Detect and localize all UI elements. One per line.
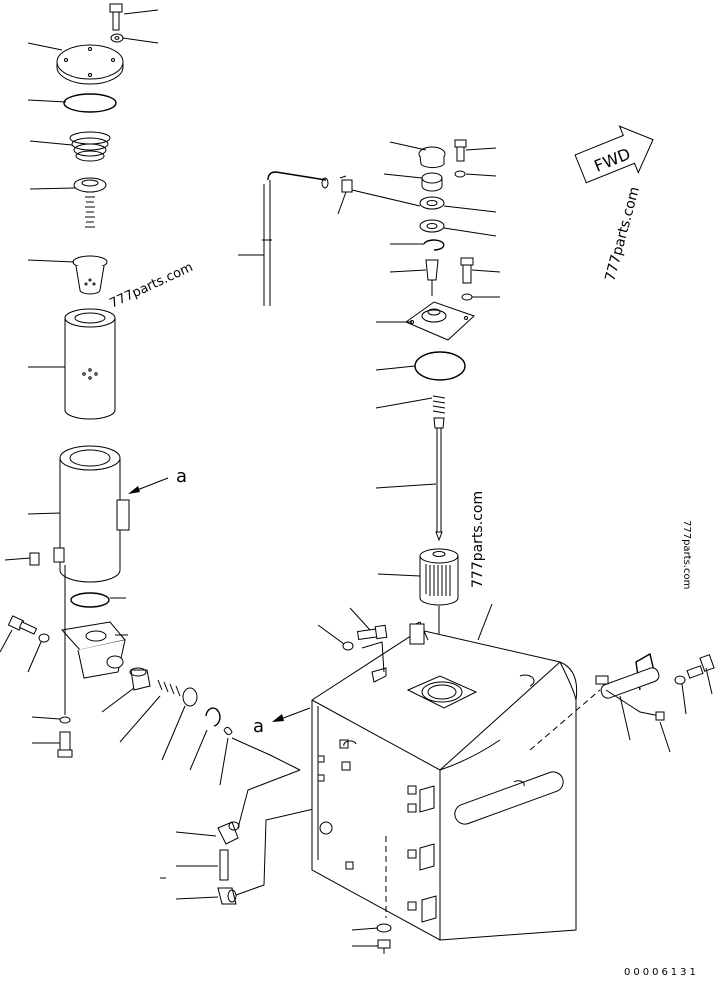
filter-cover	[56, 44, 124, 85]
leader-lines-sensor	[619, 667, 713, 753]
view-label-upper: a	[176, 466, 187, 487]
washer-left	[38, 633, 50, 643]
filter-element	[64, 308, 116, 420]
gasket-top	[419, 219, 445, 233]
leader-lines-center	[238, 189, 421, 256]
watermark-4: 777parts.com	[681, 520, 692, 589]
elbow-fitting	[129, 667, 151, 691]
washer-top	[110, 33, 124, 43]
hydraulic-tank	[311, 621, 578, 941]
washer-bottom	[59, 716, 71, 724]
view-arrow-upper: a	[128, 466, 187, 494]
strainer-tank	[419, 548, 459, 606]
leader-lines-fittings	[101, 687, 229, 786]
adapter-ring	[182, 687, 198, 707]
filler-flange	[404, 301, 475, 341]
washer-sensor	[674, 675, 686, 685]
forward-direction-arrow: FWD	[574, 125, 654, 184]
watermark-3: 777parts.com	[470, 491, 486, 588]
drain-valve	[351, 836, 392, 954]
tank-port-flange	[406, 675, 478, 709]
bolt-sensor	[686, 654, 715, 679]
filter-bracket	[61, 621, 126, 679]
bolt-top	[109, 3, 123, 31]
breather-hose	[262, 171, 329, 306]
watermark-1: 777parts.com	[107, 260, 195, 312]
pipe-elbow-upper	[217, 821, 240, 845]
bolt-bottom	[57, 731, 73, 758]
plug-side	[29, 552, 40, 566]
view-label-lower: a	[253, 716, 264, 737]
dipstick-rod	[433, 417, 445, 542]
spring-small	[157, 679, 181, 697]
spring-coil	[69, 131, 111, 162]
teardrop-seal	[223, 726, 233, 736]
breather-cap	[418, 146, 446, 169]
filter-case	[53, 445, 130, 583]
bolt-cap	[454, 139, 467, 162]
spring-dipstick	[432, 395, 446, 414]
leader-lines-right-center	[375, 141, 501, 577]
snap-ring	[423, 239, 445, 251]
valve-assembly	[73, 177, 107, 228]
breather-base	[419, 196, 445, 210]
hose-clip	[339, 175, 353, 193]
assembly-line-fittings	[231, 737, 301, 771]
bolt-tank-top	[342, 624, 388, 651]
bolt-flange	[460, 257, 474, 284]
leader-lines-pipes	[160, 831, 219, 900]
pipe-short	[219, 849, 229, 881]
leader-lines-left	[0, 9, 159, 744]
dipstick-cap	[425, 259, 439, 296]
o-ring-cover	[63, 93, 117, 113]
bolt-left	[7, 615, 38, 635]
drawing-number: 00006131	[624, 967, 699, 978]
breather-body	[421, 172, 443, 192]
leader-lines-tank	[317, 603, 493, 645]
assembly-line-sensor	[529, 689, 601, 751]
view-arrow-lower: a	[253, 707, 311, 737]
clip	[205, 707, 221, 727]
pipe-elbow-lower	[217, 887, 237, 905]
strainer	[72, 255, 108, 295]
level-sensor	[595, 652, 665, 721]
watermark-2: 777parts.com	[602, 185, 643, 283]
washer-flange	[461, 293, 473, 301]
o-ring-lower	[70, 592, 110, 608]
pipe-routing	[235, 769, 319, 896]
o-ring-flange	[414, 351, 466, 381]
washer-cap	[454, 170, 466, 178]
